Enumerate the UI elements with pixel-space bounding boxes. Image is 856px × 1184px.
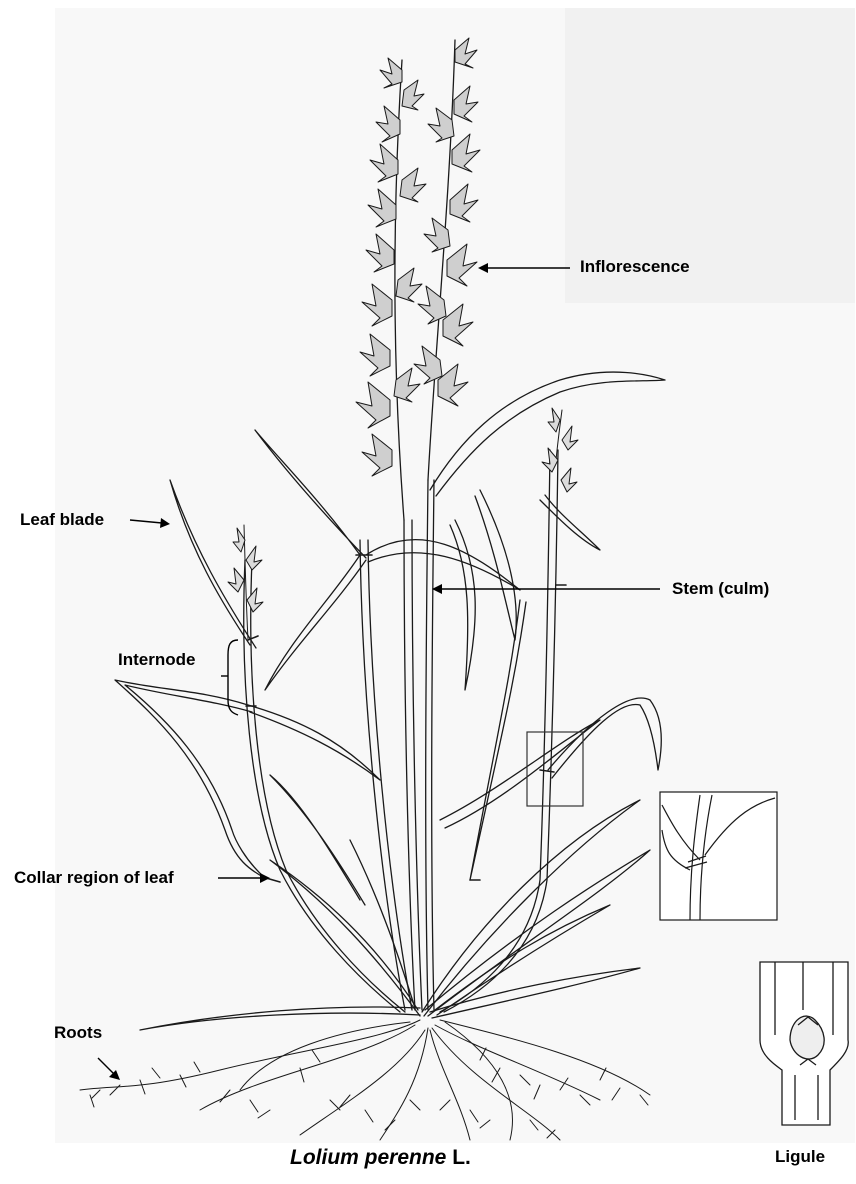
label-stem-culm: Stem (culm) bbox=[672, 580, 769, 597]
figure-caption: Lolium perenne L. bbox=[290, 1146, 471, 1170]
label-inflorescence: Inflorescence bbox=[580, 258, 690, 275]
label-roots: Roots bbox=[54, 1024, 102, 1041]
label-ligule: Ligule bbox=[775, 1148, 825, 1165]
label-collar-region: Collar region of leaf bbox=[14, 869, 174, 886]
caption-author: L. bbox=[452, 1146, 471, 1169]
collar-detail-inset bbox=[660, 792, 777, 920]
label-internode: Internode bbox=[118, 651, 195, 668]
label-leaf-blade: Leaf blade bbox=[20, 511, 104, 528]
caption-species: Lolium perenne bbox=[290, 1146, 446, 1169]
